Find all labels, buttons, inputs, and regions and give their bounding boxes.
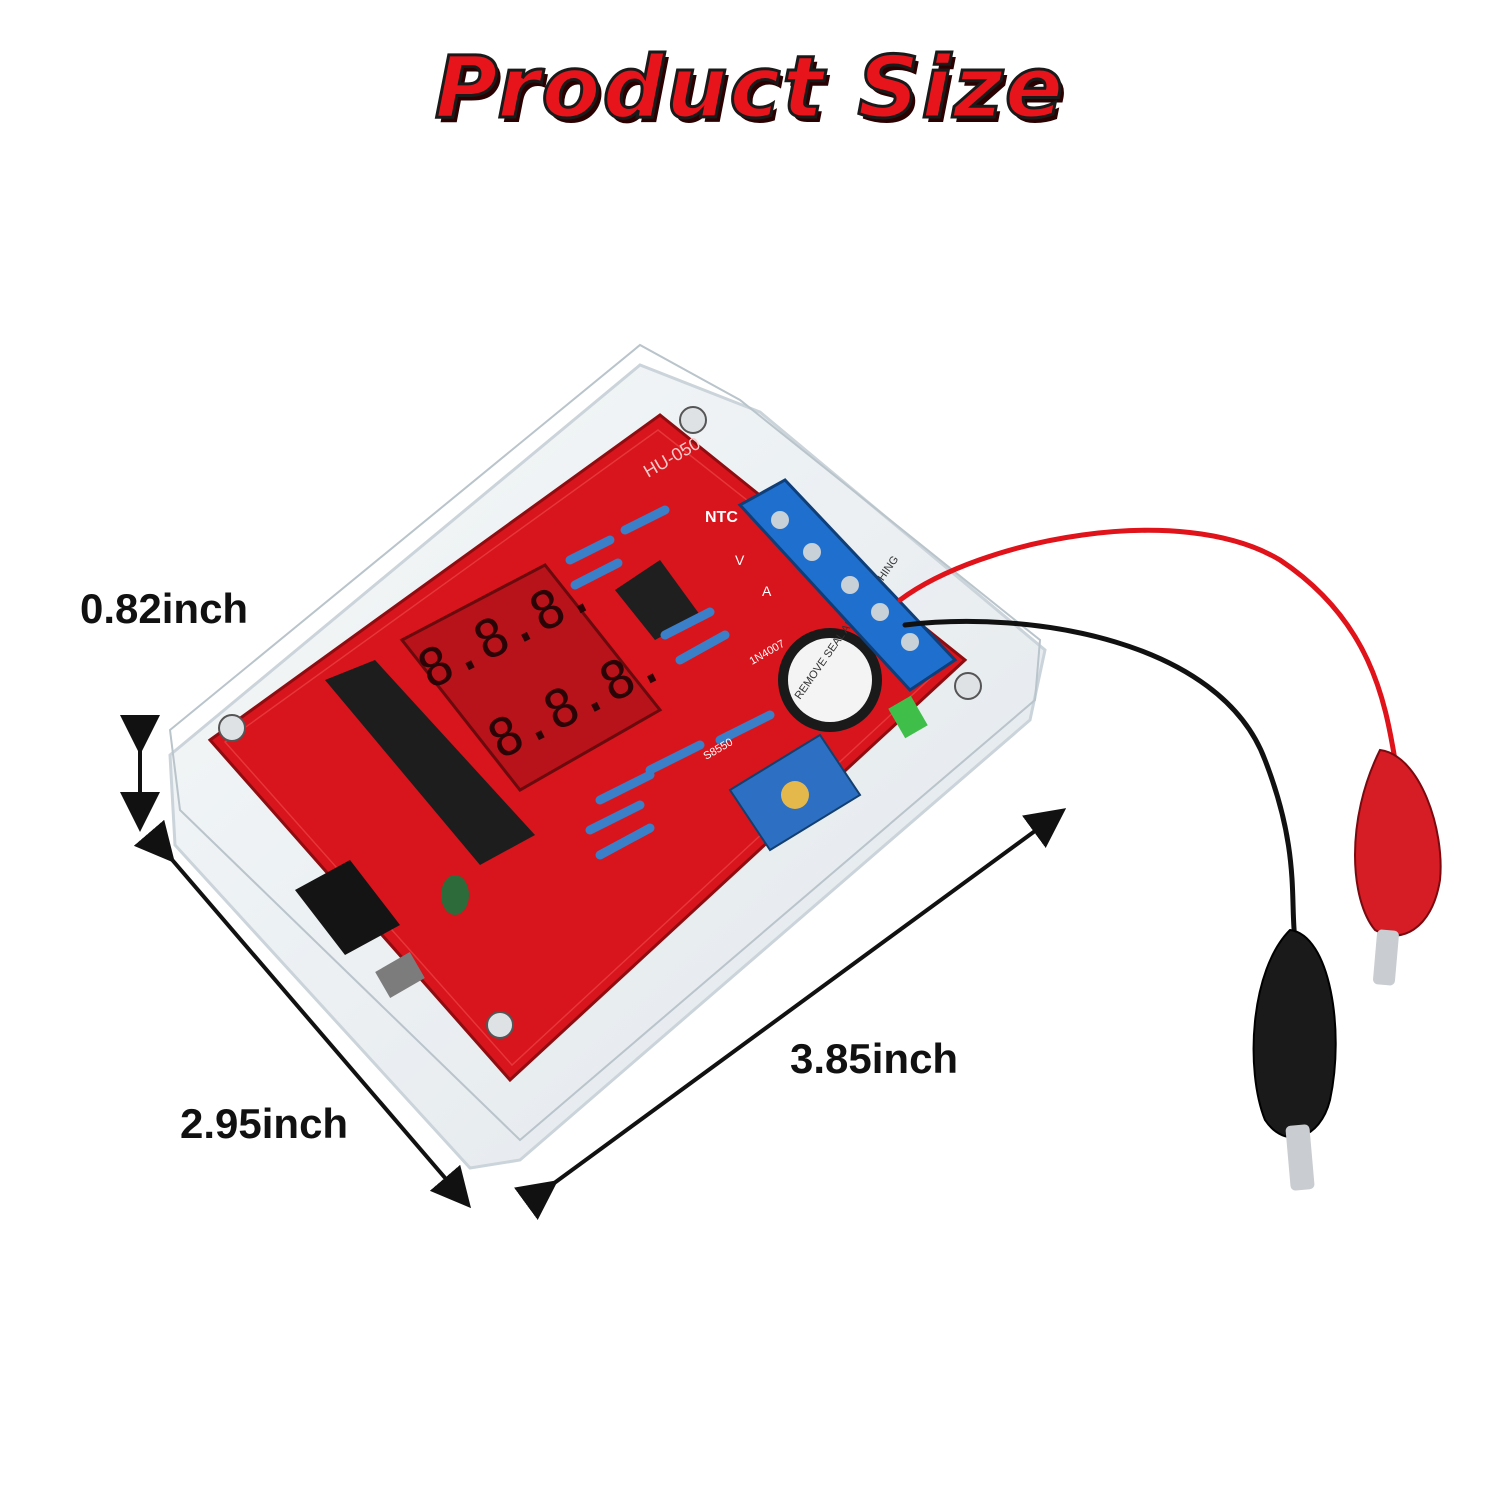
amp-terminal-label: A	[762, 583, 772, 599]
red-alligator-clip	[1354, 748, 1442, 986]
terminal-block	[737, 478, 958, 692]
dc-power-jack	[295, 860, 400, 955]
black-alligator-clip	[1252, 928, 1337, 1191]
width-arrow	[514, 808, 1067, 1220]
small-ic-chip	[615, 560, 700, 640]
power-switch	[375, 952, 425, 998]
resistors	[565, 505, 775, 860]
screws	[218, 406, 982, 1039]
capacitor	[441, 875, 469, 915]
volt-terminal-label: V	[735, 552, 745, 568]
microcontroller-chip	[325, 660, 535, 865]
depth-arrow	[133, 819, 472, 1209]
test-leads	[897, 527, 1398, 943]
height-dimension-label: 0.82inch	[80, 585, 249, 632]
ntc-label: NTC	[705, 509, 738, 526]
potentiometer	[728, 733, 862, 852]
jumper	[888, 695, 928, 739]
product-size-title: Product Size	[433, 37, 1066, 140]
